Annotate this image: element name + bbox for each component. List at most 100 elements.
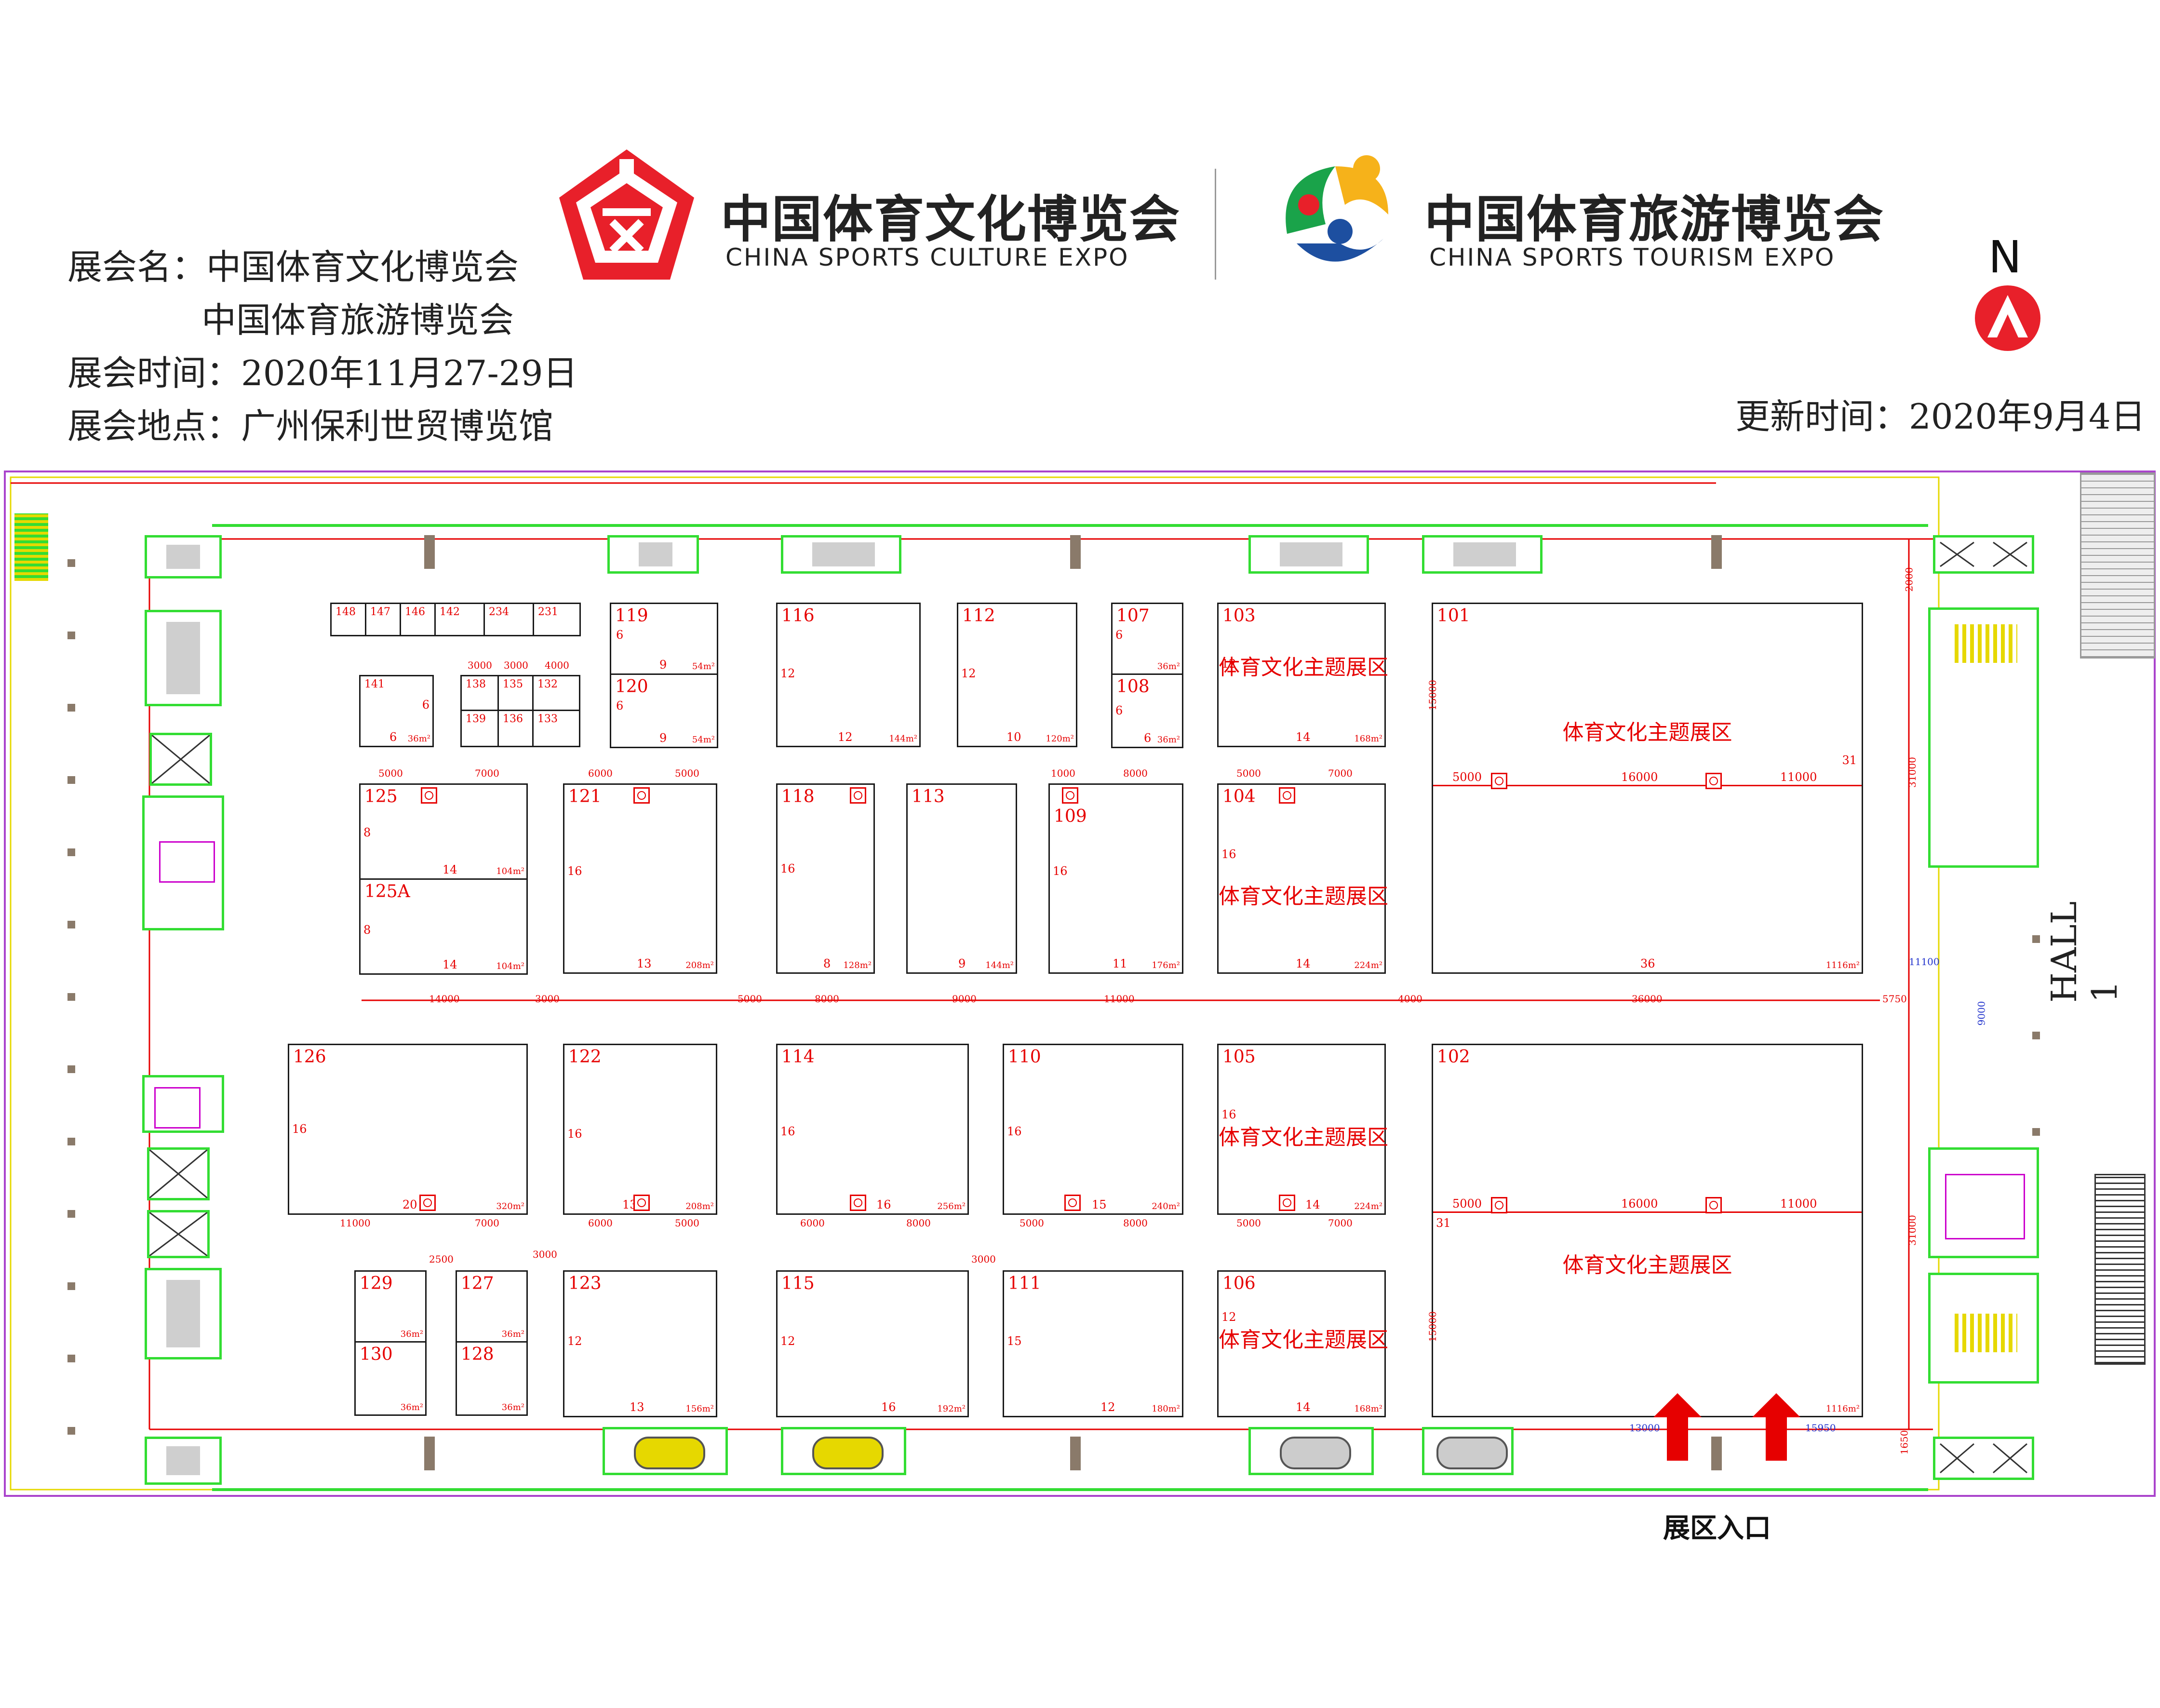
entrance-arrow-icon <box>1752 1393 1800 1461</box>
tourism-logo-cn: 中国体育旅游博览会 <box>1424 190 1885 249</box>
pillar-bottom <box>1711 1437 1722 1470</box>
column-marker <box>67 559 75 567</box>
dim-label: 5000 <box>675 1217 699 1229</box>
elevator-left <box>149 733 212 786</box>
pillar-icon <box>633 1195 650 1211</box>
booth-138[interactable]: 138 <box>460 675 499 711</box>
dim-label: 5000 <box>738 993 762 1005</box>
service-block-right <box>1928 1273 2039 1384</box>
dim-label: 6000 <box>800 1217 825 1229</box>
pillar-icon <box>1064 1195 1081 1211</box>
top-gate <box>781 535 901 574</box>
tourism-logo-icon <box>1268 147 1403 282</box>
booth-146[interactable]: 146 <box>400 603 436 636</box>
column-marker <box>67 1355 75 1362</box>
bottom-gate <box>1248 1427 1374 1475</box>
booth-142[interactable]: 142 <box>434 603 485 636</box>
dim-label: 36000 <box>1632 993 1663 1005</box>
column-marker <box>67 1138 75 1145</box>
dim-label: 7000 <box>475 767 499 779</box>
bottom-gate <box>1422 1427 1514 1475</box>
service-block-left <box>145 1268 222 1359</box>
pillar-top <box>424 535 435 569</box>
update-time-label: 更新时间：2020年9月4日 <box>1735 396 2146 437</box>
column-marker <box>67 632 75 639</box>
dim-label: 3000 <box>468 659 492 671</box>
pillar-icon <box>1705 1197 1722 1213</box>
service-block-left <box>142 795 224 930</box>
booth-135[interactable]: 135 <box>497 675 534 711</box>
dim-label: 7000 <box>1328 1217 1353 1229</box>
booth-133[interactable]: 133 <box>532 710 580 747</box>
column-marker <box>67 921 75 928</box>
column-marker <box>67 1210 75 1218</box>
column-marker <box>2032 1128 2040 1136</box>
escalator-icon <box>2094 1174 2146 1365</box>
dim-label: 14000 <box>429 993 460 1005</box>
bottom-gate <box>603 1427 728 1475</box>
pillar-icon <box>1062 787 1078 804</box>
booth-136[interactable]: 136 <box>497 710 534 747</box>
dim-label: 5750 <box>1882 993 1907 1005</box>
expo-time-label: 展会时间：2020年11月27-29日 <box>67 353 578 393</box>
dim-label: 9000 <box>1975 1001 1987 1026</box>
dim-label: 11000 <box>1104 993 1135 1005</box>
dim-label: 3000 <box>535 993 560 1005</box>
culture-logo-en: CHINA SPORTS CULTURE EXPO <box>725 243 1129 271</box>
booth-231[interactable]: 231 <box>533 603 581 636</box>
pillar-icon <box>1279 787 1295 804</box>
column-marker <box>2032 1032 2040 1039</box>
pillar-top <box>1711 535 1722 569</box>
entrance-label: 展区入口 <box>1663 1513 1771 1544</box>
expo-name-label: 展会名：中国体育文化博览会 <box>67 247 519 287</box>
dim-label: 8000 <box>906 1217 931 1229</box>
dim-label: 4000 <box>1398 993 1422 1005</box>
booth-234[interactable]: 234 <box>483 603 534 636</box>
booth-147[interactable]: 147 <box>365 603 401 636</box>
dim-label: 3000 <box>504 659 528 671</box>
dim-label: 5000 <box>378 767 403 779</box>
booth-132[interactable]: 132 <box>532 675 580 711</box>
dim-label: 5000 <box>1236 1217 1261 1229</box>
service-block-left <box>145 535 222 578</box>
tourism-logo-en: CHINA SPORTS TOURISM EXPO <box>1429 243 1836 271</box>
stairs-icon <box>14 513 48 581</box>
dim-label: 1000 <box>1051 767 1075 779</box>
dim-label: 8000 <box>1123 1217 1148 1229</box>
dim-label: 7000 <box>1328 767 1353 779</box>
top-gate <box>607 535 699 574</box>
booth-139[interactable]: 139 <box>460 710 499 747</box>
booth-148[interactable]: 148 <box>330 603 366 636</box>
